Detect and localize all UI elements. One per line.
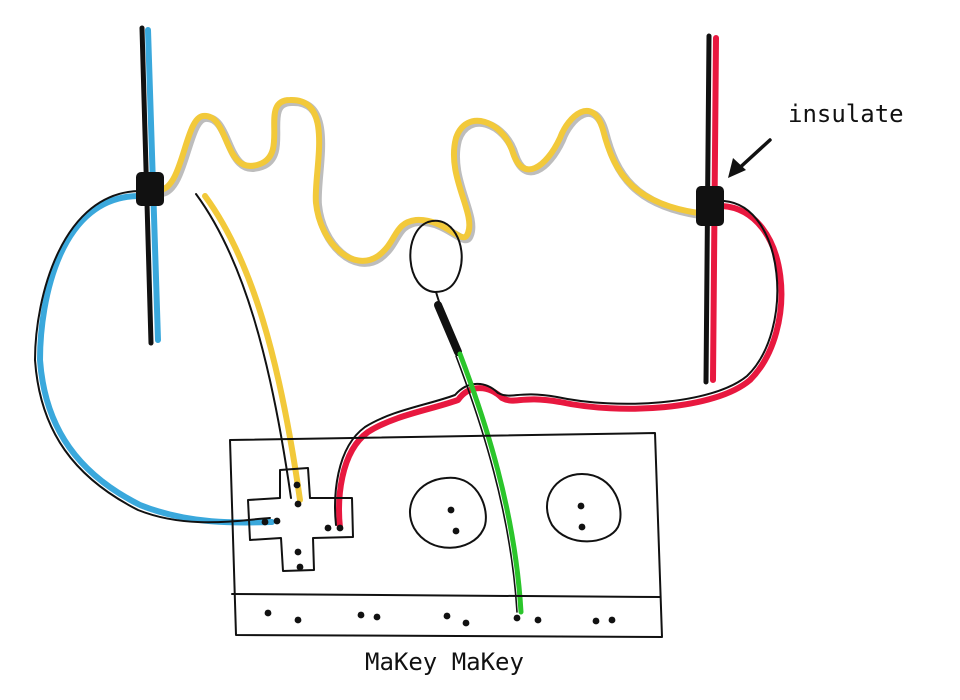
ground-strip-dots: [264, 609, 616, 627]
insulate-annotation: insulate: [728, 100, 904, 178]
gold-lead-wire: [195, 193, 303, 503]
pad-dots: [261, 481, 586, 571]
wand: [409, 219, 524, 615]
right-pole-connector: [696, 186, 724, 226]
click-button-2: [546, 473, 622, 543]
click-button-1: [409, 476, 487, 549]
blue-wire: [34, 189, 275, 526]
makey-makey-board: [229, 432, 663, 638]
insulate-label: insulate: [788, 100, 904, 128]
board-divider: [231, 593, 661, 598]
red-wire: [334, 200, 785, 531]
left-pole-connector: [136, 172, 164, 206]
wand-loop: [409, 219, 463, 293]
board-outline: [229, 432, 663, 638]
alligator-clip-icon: [434, 301, 462, 356]
gold-buzz-wire: [157, 96, 704, 267]
arrow-pad: [247, 467, 354, 572]
green-wire: [457, 351, 524, 615]
board-label: MaKey MaKey: [365, 648, 524, 676]
arrow-head: [728, 158, 746, 178]
